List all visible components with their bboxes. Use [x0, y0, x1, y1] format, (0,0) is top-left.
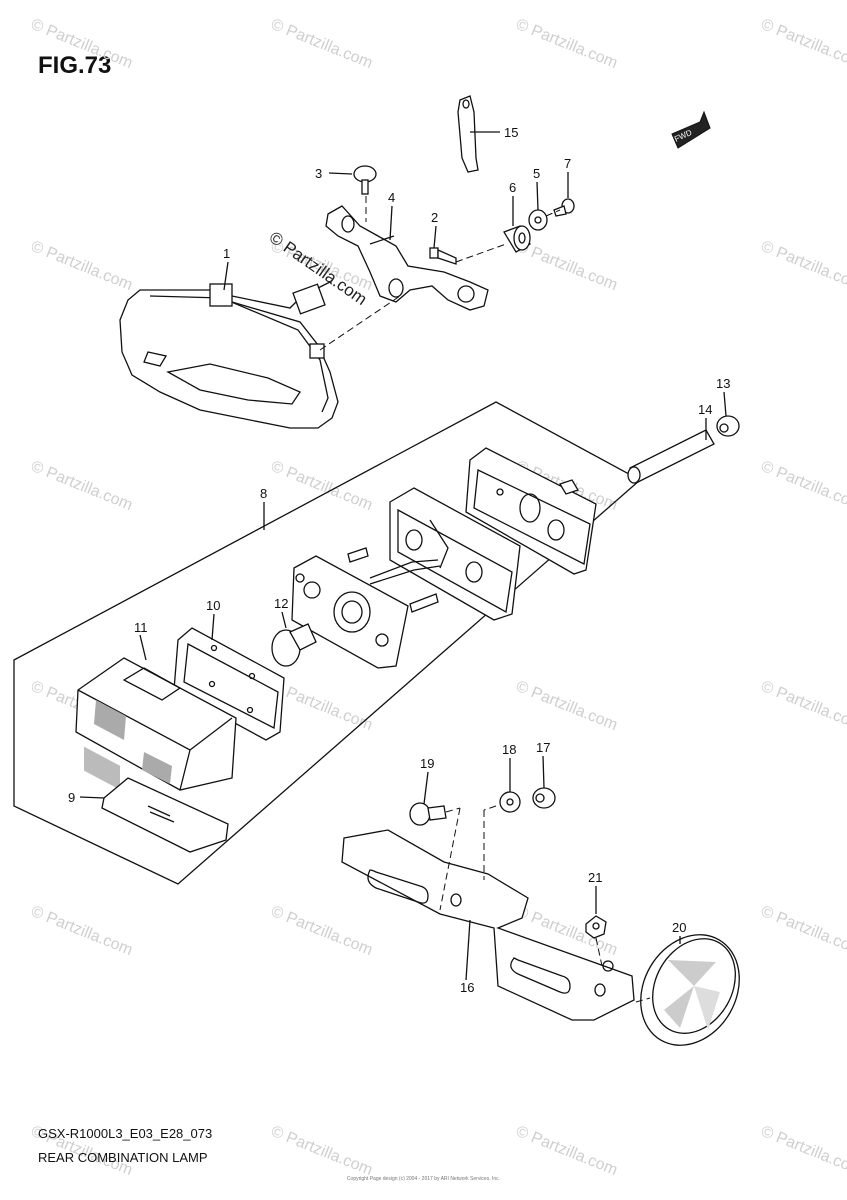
callout-1: 1 — [223, 246, 230, 261]
callout-8: 8 — [260, 486, 267, 501]
callout-14: 14 — [698, 402, 712, 417]
watermark-text: © Partzilla.com — [514, 16, 620, 72]
part-20-reflector — [635, 934, 740, 1046]
part-16-bracket — [341, 829, 635, 1021]
part-14-pipe — [627, 429, 715, 484]
assembly-lines — [319, 209, 561, 351]
part-12-bulb — [271, 623, 317, 667]
part-3-screw — [353, 165, 377, 222]
part-21-nut — [585, 915, 607, 967]
watermark-text: © Partzilla.com — [29, 238, 135, 294]
diagram-code: GSX-R1000L3_E03_E28_073 — [38, 1126, 213, 1141]
callout-2: 2 — [431, 210, 438, 225]
part-6-grommet — [503, 225, 531, 253]
part-19-bolt — [409, 802, 461, 911]
callout-12: 12 — [274, 596, 288, 611]
copyright-note: Copyright Page design (c) 2004 - 2017 by… — [346, 1176, 501, 1182]
watermark-text: © Partzilla.com — [29, 903, 135, 959]
watermark-text: © Partzilla.com — [759, 238, 847, 294]
part-18-washer — [483, 791, 521, 880]
watermark-text: © Partzilla.com — [514, 238, 620, 294]
callout-10: 10 — [206, 598, 220, 613]
callout-20: 20 — [672, 920, 686, 935]
callout-18: 18 — [502, 742, 516, 757]
callout-4: 4 — [388, 190, 395, 205]
part-1-tail-lamp — [119, 281, 339, 429]
part-9-plate — [101, 777, 229, 853]
callout-3: 3 — [315, 166, 322, 181]
watermark-text: © Partzilla.com — [29, 16, 135, 72]
callout-19: 19 — [420, 756, 434, 771]
license-lamp-housing-block — [389, 487, 521, 621]
callout-numbers: 1 2 3 4 5 6 7 8 9 10 11 12 13 14 15 16 1… — [68, 125, 730, 995]
callout-7: 7 — [564, 156, 571, 171]
watermark-text: © Partzilla.com — [759, 678, 847, 734]
license-lamp-socket — [291, 547, 441, 669]
fwd-arrow-icon: FWD — [671, 110, 711, 149]
part-8-assembly-outline — [13, 401, 642, 885]
watermark-text: © Partzilla.com — [29, 458, 135, 514]
watermark-text: © Partzilla.com — [759, 458, 847, 514]
watermark-text: © Partzilla.com — [514, 1123, 620, 1179]
watermark-text: © Partzilla.com — [269, 16, 375, 72]
watermark-text: © Partzilla.com — [269, 1123, 375, 1179]
part-17-collar — [532, 787, 556, 809]
watermark-text: © Partzilla.com — [759, 16, 847, 72]
watermark-text: © Partzilla.com — [269, 458, 375, 514]
callout-5: 5 — [533, 166, 540, 181]
callout-15: 15 — [504, 125, 518, 140]
part-11-lens — [75, 657, 237, 791]
figure-title: FIG.73 — [38, 52, 112, 79]
callout-13: 13 — [716, 376, 730, 391]
callout-6: 6 — [509, 180, 516, 195]
part-15-clip — [457, 95, 479, 173]
license-lamp-gasket-plate — [465, 447, 597, 575]
callout-16: 16 — [460, 980, 474, 995]
part-5-washer — [528, 209, 548, 231]
watermark-text: © Partzilla.com — [269, 903, 375, 959]
part-7-bolt — [553, 198, 575, 217]
part-2-bolt — [429, 247, 457, 265]
diagram-name: REAR COMBINATION LAMP — [38, 1150, 208, 1165]
callout-21: 21 — [588, 870, 602, 885]
watermark-text: © Partzilla.com — [759, 1123, 847, 1179]
callout-9: 9 — [68, 790, 75, 805]
leader-lines — [79, 131, 727, 981]
callout-17: 17 — [536, 740, 550, 755]
watermark-text: © Partzilla.com — [759, 903, 847, 959]
part-13-nut — [716, 415, 740, 437]
callout-11: 11 — [134, 620, 148, 635]
watermark-text: © Partzilla.com — [514, 678, 620, 734]
